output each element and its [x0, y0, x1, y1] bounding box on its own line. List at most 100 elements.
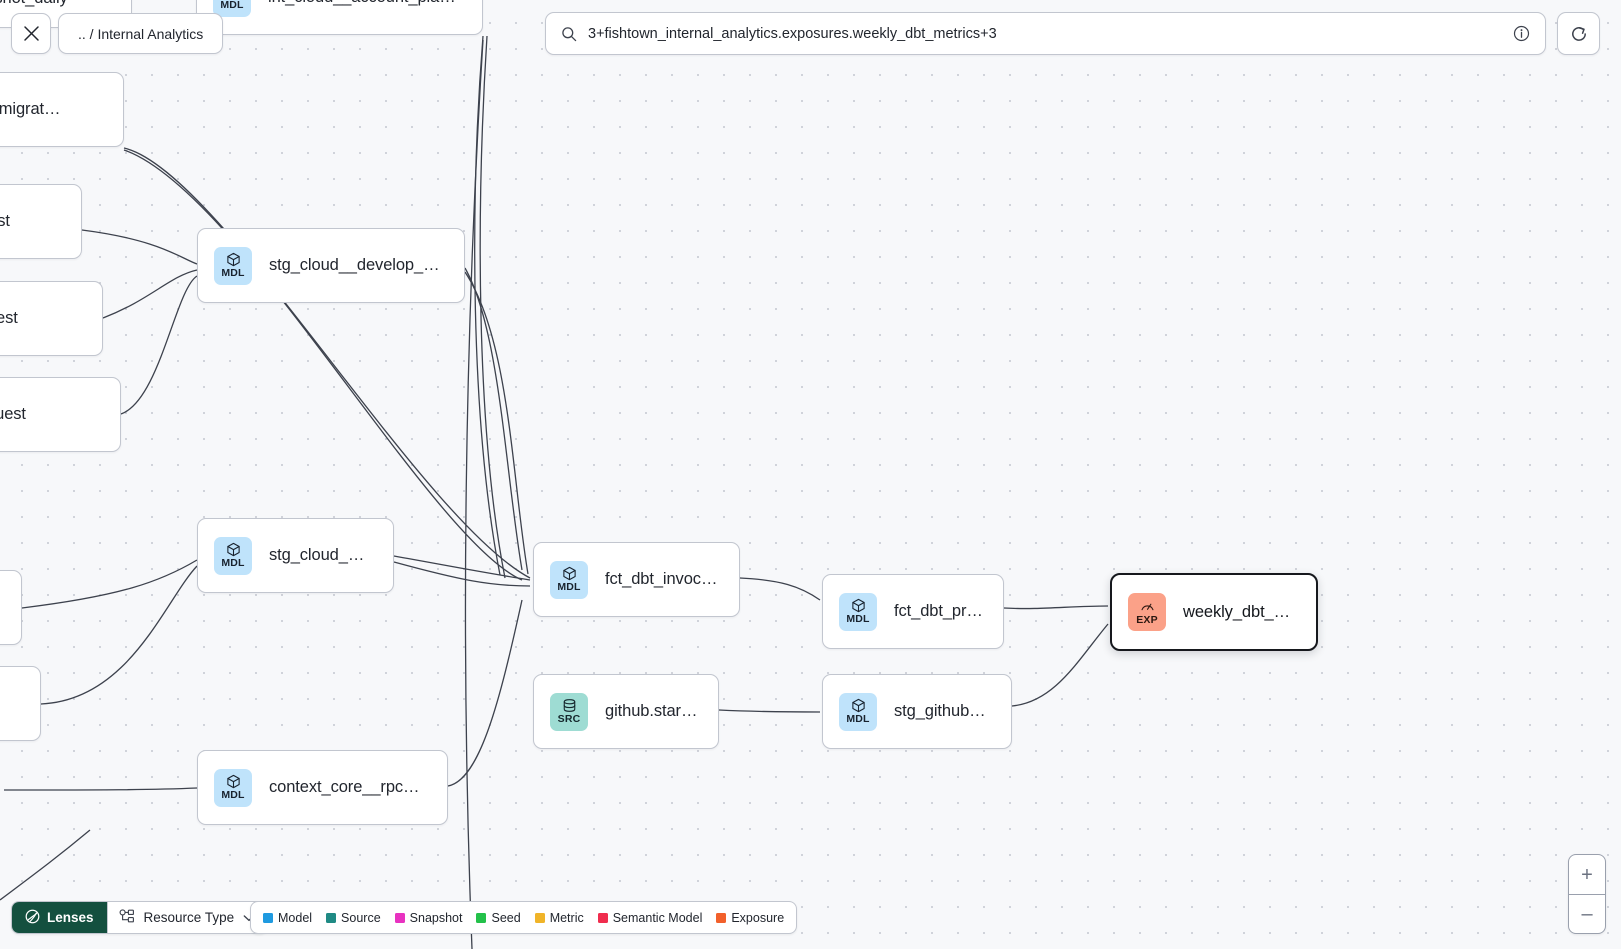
cube-icon: [226, 543, 240, 557]
lineage-node[interactable]: MDL stg_cloud__develop_requests: [197, 228, 465, 303]
search-input[interactable]: 3+fishtown_internal_analytics.exposures.…: [588, 25, 997, 42]
lineage-node[interactable]: EXP weekly_dbt_metrics: [1110, 573, 1318, 651]
legend-swatch: [597, 912, 608, 923]
node-label: github.stargazers: [605, 702, 698, 720]
lineage-node[interactable]: multicell_migrat…: [0, 72, 124, 147]
legend-label: Exposure: [731, 910, 785, 925]
node-label: int_cloud__account_plan_history: [268, 0, 462, 7]
node-type-badge-mdl: MDL: [213, 0, 251, 17]
node-type-badge-label: MDL: [221, 557, 245, 570]
cube-icon: [851, 699, 865, 713]
cube-icon: [851, 599, 865, 613]
legend-swatch: [326, 912, 337, 923]
node-type-badge-label: MDL: [846, 613, 870, 626]
legend-swatch: [716, 912, 727, 923]
nodes-icon: [119, 908, 135, 927]
node-type-badge-exp: EXP: [1128, 593, 1166, 631]
lineage-node[interactable]: MDL int_cloud__account_plan_history: [196, 0, 483, 35]
node-type-badge-mdl: MDL: [550, 560, 588, 599]
node-type-badge-src: SRC: [550, 692, 588, 731]
node-label: …p_request: [0, 212, 10, 230]
legend-label: Source: [341, 910, 381, 925]
lineage-node[interactable]: SRC github.stargazers: [533, 674, 719, 749]
refresh-button[interactable]: [1557, 12, 1600, 55]
resource-type-label: Resource Type: [143, 910, 235, 925]
node-type-badge-label: MDL: [846, 713, 870, 726]
bottom-toolbar: Lenses Resource Type: [11, 901, 269, 934]
cube-icon: [226, 253, 240, 267]
database-icon: [563, 699, 575, 713]
node-type-badge-label: MDL: [221, 789, 245, 802]
node-label: fct_dbt_invocations: [605, 570, 719, 588]
legend-swatch: [263, 912, 273, 923]
info-icon[interactable]: [1513, 25, 1530, 42]
node-type-badge-label: MDL: [221, 267, 245, 280]
refresh-icon: [1571, 26, 1586, 41]
zoom-in-button[interactable]: +: [1569, 855, 1605, 894]
lineage-node[interactable]: …n: [0, 570, 22, 645]
node-label: stg_cloud__develop_requests: [269, 256, 444, 274]
lineage-node[interactable]: …p_request: [0, 184, 82, 259]
node-label: weekly_dbt_metrics: [1183, 602, 1296, 621]
legend-swatch: [534, 912, 545, 923]
node-type-badge-mdl: MDL: [214, 536, 252, 575]
resource-type-legend: Model Source Snapshot Seed Metric Semantic Mo…: [250, 901, 798, 934]
plus-icon: +: [1581, 863, 1593, 886]
node-type-badge-mdl: MDL: [214, 246, 252, 285]
zoom-out-button[interactable]: –: [1569, 894, 1605, 933]
lenses-label: Lenses: [47, 910, 94, 925]
lineage-node[interactable]: …develop_request: [0, 377, 121, 452]
lineage-node[interactable]: MDL fct_dbt_projects: [822, 574, 1004, 649]
search-icon: [561, 26, 577, 42]
legend-item[interactable]: Model: [263, 911, 312, 925]
legend-label: Model: [278, 910, 313, 925]
node-label: stg_cloud__runs: [269, 546, 373, 564]
node-type-badge-label: MDL: [557, 581, 581, 594]
breadcrumb-label: .. / Internal Analytics: [78, 25, 204, 42]
node-type-badge-mdl: MDL: [839, 592, 877, 631]
node-type-badge-label: EXP: [1136, 613, 1158, 626]
lineage-search-bar[interactable]: 3+fishtown_internal_analytics.exposures.…: [545, 12, 1546, 55]
lineage-node[interactable]: MDL stg_github__stars: [822, 674, 1012, 749]
legend-swatch: [394, 912, 405, 923]
lenses-button[interactable]: Lenses: [12, 902, 107, 933]
legend-item[interactable]: Exposure: [716, 911, 784, 925]
node-type-badge-mdl: MDL: [214, 768, 252, 807]
legend-item[interactable]: Metric: [534, 910, 584, 925]
minus-icon: –: [1581, 903, 1593, 925]
lens-icon: [25, 909, 40, 927]
lineage-node[interactable]: ….run: [0, 666, 41, 741]
node-label: multicell_migrat…: [0, 100, 61, 118]
lineage-node[interactable]: MDL fct_dbt_invocations: [533, 542, 740, 617]
legend-item[interactable]: Snapshot: [394, 910, 463, 925]
gauge-icon: [1141, 603, 1153, 610]
cube-icon: [226, 775, 240, 789]
node-label: stg_github__stars: [894, 702, 991, 720]
legend-label: Snapshot: [409, 910, 463, 925]
legend-item[interactable]: Source: [326, 911, 381, 925]
close-button[interactable]: [11, 13, 51, 54]
resource-type-filter[interactable]: Resource Type: [106, 902, 268, 933]
node-type-badge-mdl: MDL: [839, 692, 877, 731]
lineage-node[interactable]: MDL context_core__rpc_request: [197, 750, 448, 825]
node-label: snapshot_daily: [0, 0, 68, 8]
node-type-badge-label: SRC: [557, 713, 581, 726]
close-icon: [23, 26, 39, 41]
breadcrumb[interactable]: .. / Internal Analytics: [58, 13, 224, 54]
lineage-node[interactable]: MDL stg_cloud__runs: [197, 518, 394, 593]
zoom-controls: + –: [1568, 854, 1606, 934]
node-label: context_core__rpc_request: [269, 778, 427, 796]
legend-label: Seed: [491, 910, 521, 925]
node-label: …velop_request: [0, 309, 18, 327]
node-label: fct_dbt_projects: [894, 602, 983, 620]
legend-label: Metric: [549, 910, 584, 925]
node-label: …develop_request: [0, 405, 26, 423]
cube-icon: [562, 567, 576, 581]
lineage-node[interactable]: …velop_request: [0, 281, 103, 356]
legend-label: Semantic Model: [612, 910, 703, 925]
legend-item[interactable]: Seed: [476, 910, 521, 925]
legend-item[interactable]: Semantic Model: [597, 910, 703, 925]
node-type-badge-label: MDL: [220, 0, 244, 12]
